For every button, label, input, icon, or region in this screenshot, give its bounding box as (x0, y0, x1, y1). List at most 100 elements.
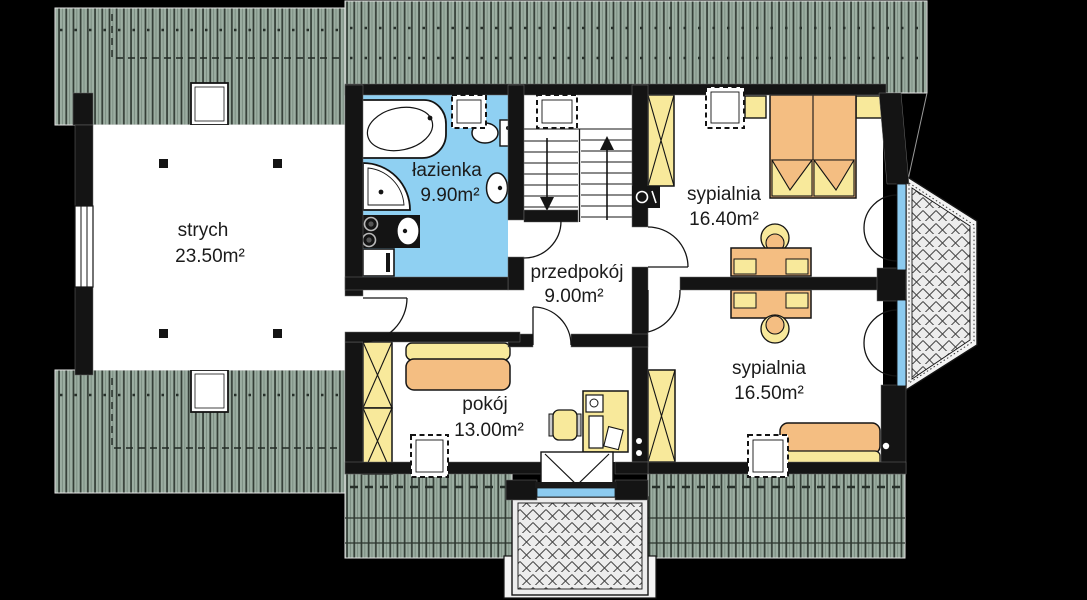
desk-icon (730, 289, 812, 344)
balcony-door-glass (896, 183, 907, 271)
wall-partition (679, 276, 884, 291)
wall-left (74, 286, 94, 376)
door-opening (533, 330, 571, 344)
balcony-railing-texture (908, 182, 975, 384)
roof-bottom-left (54, 369, 346, 494)
column-marker (159, 329, 168, 338)
chimney (190, 369, 229, 413)
chimney (190, 82, 229, 126)
floor-corridor (363, 290, 508, 334)
room-name: sypialnia (687, 184, 761, 205)
front-window-glass (536, 487, 616, 498)
wall-socket-dot (636, 450, 642, 456)
skylight-icon (451, 94, 487, 129)
skylights (410, 86, 789, 478)
wall-spine (344, 84, 364, 297)
wardrobe-icon (647, 369, 676, 463)
roof-bottom-center-right (344, 469, 906, 559)
skylight-icon (536, 94, 578, 129)
double-bed-icon (769, 94, 857, 199)
windows (74, 183, 907, 498)
french-door-balcony-1 (863, 194, 898, 262)
wall-bathroom-bottom (344, 276, 509, 291)
room-area: 16.40m² (689, 209, 759, 230)
nightstand-icon (744, 95, 767, 119)
wall-terrace-stub (614, 479, 649, 501)
wall-bathroom-right (507, 256, 525, 291)
floor-strych (93, 125, 345, 370)
roof-bottom-center (344, 469, 513, 559)
roof-eave-dashes (111, 378, 340, 449)
door-pokoj (532, 306, 572, 346)
room-area: 9.90m² (420, 185, 479, 206)
window-left (74, 205, 94, 288)
wardrobe-icon (362, 341, 393, 475)
office-chair-icon (548, 409, 582, 441)
wall-spine (344, 341, 364, 475)
door-strych (362, 297, 408, 343)
front-window-frame (535, 482, 617, 488)
doors (362, 194, 898, 377)
door-bathroom (523, 220, 562, 259)
room-labels: strych 23.50m² łazienka 9.90m² przedpokó… (175, 160, 806, 441)
skylight-icon (705, 86, 745, 129)
label-pokoj: pokój 13.00m² (454, 394, 524, 441)
stairs-down-arrow (540, 138, 554, 211)
wall-stair-base (523, 209, 579, 223)
room-area: 16.50m² (734, 383, 804, 404)
stairs (524, 128, 632, 222)
wall-socket-dot (636, 438, 642, 444)
label-lazienka: łazienka 9.90m² (412, 160, 482, 206)
columns (159, 159, 282, 338)
desk-icon (730, 223, 812, 277)
roof-edge-line (907, 92, 928, 181)
french-door-balcony-2 (863, 309, 898, 377)
laundry-counter-icon (358, 215, 420, 248)
door-opening (632, 227, 648, 267)
room-name: łazienka (412, 160, 482, 181)
label-strych: strych 23.50m² (175, 220, 245, 267)
door-opening (648, 277, 680, 290)
room-name: strych (178, 220, 229, 241)
column-marker (273, 329, 282, 338)
label-sypialnia-1: sypialnia 16.40m² (687, 184, 761, 230)
skylight-icon (747, 434, 789, 478)
wall-bedroom-left (631, 266, 649, 463)
room-area: 9.00m² (544, 286, 603, 307)
room-name: sypialnia (732, 358, 806, 379)
wardrobe-icon (647, 94, 675, 187)
wall-balcony-stub (876, 267, 907, 302)
terrace (503, 496, 657, 599)
room-area: 13.00m² (454, 420, 524, 441)
door-sypialnia-2 (647, 289, 681, 333)
wall-angled-right (878, 92, 910, 185)
wall-bathroom-right (507, 84, 525, 221)
balcony-floor-hatch (911, 187, 971, 380)
wall (72, 92, 94, 126)
wall-terrace-stub (505, 479, 538, 501)
label-przedpokoj: przedpokój 9.00m² (531, 262, 624, 307)
wall-hall-bottom (570, 333, 649, 348)
single-bed-icon (779, 422, 881, 468)
wall-socket-dot (882, 442, 890, 450)
door-opening (345, 296, 363, 342)
single-bed-icon (405, 342, 511, 391)
room-name: przedpokój (531, 262, 624, 283)
tv-unit-icon (632, 186, 660, 208)
balcony (905, 174, 978, 392)
label-sypialnia-2: sypialnia 16.50m² (732, 358, 806, 404)
room-name: pokój (462, 394, 507, 415)
bathroom-fixtures (358, 99, 518, 277)
stairs-left-flight (524, 140, 578, 208)
wall-bottom (614, 461, 649, 475)
roof-top-right (344, 0, 928, 94)
wall-pokoj-top (344, 331, 521, 343)
stairs-up-arrow (600, 136, 614, 220)
roof-bottom-right (647, 469, 906, 559)
shower-icon (362, 162, 411, 211)
sink-icon (485, 172, 509, 204)
column-marker (273, 159, 282, 168)
terrace-floor-hatch (517, 502, 643, 590)
